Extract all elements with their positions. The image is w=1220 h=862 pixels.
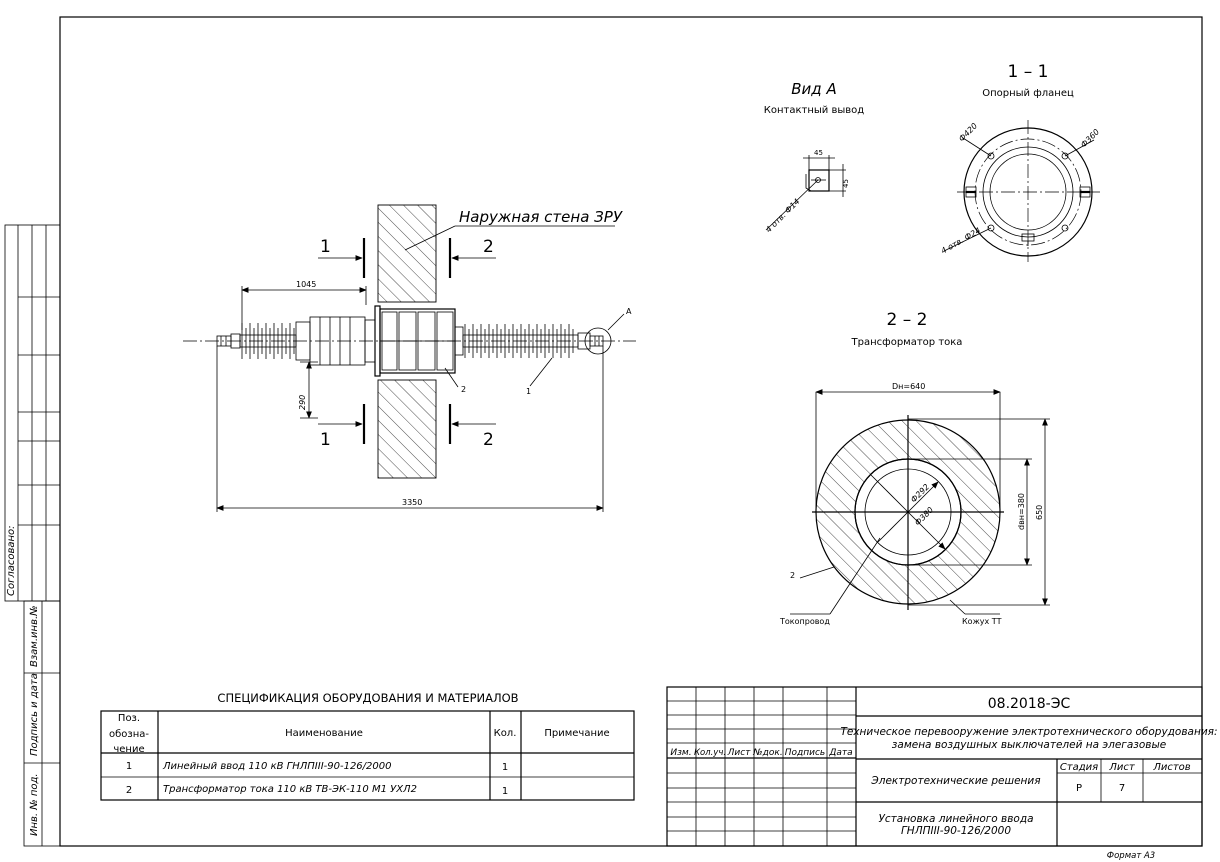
sheet-frame bbox=[59, 16, 1203, 847]
tb-sheet-label: Лист bbox=[1108, 762, 1136, 773]
tb-col-podpis: Подпись bbox=[785, 748, 825, 758]
section-1-1: 1 – 1 Опорный фланец Ф420 Ф360 4 отв. Ф2… bbox=[940, 62, 1101, 262]
callout-1: 1 bbox=[526, 387, 531, 396]
tb-stage: Р bbox=[1076, 783, 1082, 794]
stamp-vzam: Взам.инв.№ bbox=[29, 605, 40, 667]
section-1-top-label: 1 bbox=[320, 237, 331, 257]
callout-2: 2 bbox=[461, 385, 466, 394]
tb-sheet-title-2: ГНЛПIII-90-126/2000 bbox=[901, 825, 1011, 837]
title-block: Изм. Кол.уч. Лист №док. Подпись Дата 08.… bbox=[666, 686, 1218, 861]
spec-h-pos1: Поз. bbox=[118, 713, 140, 724]
ct-housing: Кожух ТТ bbox=[962, 617, 1002, 626]
flange-d360: Ф360 bbox=[1079, 127, 1101, 149]
tb-section: Электротехнические решения bbox=[870, 775, 1040, 787]
section-1-1-title: 1 – 1 bbox=[1008, 62, 1049, 82]
svg-text:Линейный ввод 110 кВ ГНЛПIII-9: Линейный ввод 110 кВ ГНЛПIII-90-126/2000 bbox=[162, 761, 392, 772]
tb-project-1: Техническое перевооружение электротехнич… bbox=[840, 726, 1217, 738]
assembly-view: Наружная стена ЗРУ bbox=[183, 204, 636, 512]
stamp-inv: Инв. № под. bbox=[29, 773, 40, 836]
section-1-bottom-label: 1 bbox=[320, 430, 331, 450]
svg-text:1: 1 bbox=[502, 786, 508, 797]
ct-d650: 650 bbox=[1035, 505, 1044, 520]
dim-1045: 1045 bbox=[296, 280, 316, 289]
tb-col-list: Лист bbox=[727, 748, 752, 758]
view-a-dim-v: 45 bbox=[842, 179, 850, 188]
callout-A: A bbox=[626, 307, 632, 316]
spec-h-name: Наименование bbox=[285, 728, 363, 739]
wall-upper bbox=[377, 204, 437, 303]
tb-sheet-title-1: Установка линейного ввода bbox=[878, 813, 1033, 825]
flange-d420: Ф420 bbox=[957, 121, 979, 143]
ct-callout-2: 2 bbox=[790, 571, 795, 580]
left-stamp-grid: Согласовано: Взам.инв.№ Подпись и дата И… bbox=[4, 224, 61, 847]
view-a-subtitle: Контактный вывод bbox=[764, 105, 864, 116]
view-a-holes: 4 отв. Ф14 bbox=[764, 197, 802, 235]
right-terminal bbox=[589, 335, 604, 347]
flange-holes: 4 отв. Ф24 bbox=[940, 226, 983, 256]
tb-sheet: 7 bbox=[1119, 783, 1125, 794]
ct-d292: Ф292 bbox=[909, 482, 931, 504]
tb-col-kolch: Кол.уч. bbox=[694, 748, 726, 758]
ct-d380: Ф380 bbox=[913, 505, 935, 527]
spec-h-note: Примечание bbox=[544, 728, 609, 739]
spec-h-pos3: чение bbox=[113, 744, 144, 755]
spec-title: СПЕЦИФИКАЦИЯ ОБОРУДОВАНИЯ И МАТЕРИАЛОВ bbox=[217, 691, 518, 705]
ct-conductor: Токопровод bbox=[779, 617, 830, 626]
ct-dvn: dвн=380 bbox=[1017, 493, 1026, 530]
section-2-2-subtitle: Трансформатор тока bbox=[851, 337, 963, 348]
section-2-top-label: 2 bbox=[483, 237, 494, 257]
dim-290: 290 bbox=[298, 395, 307, 410]
view-a-dim-h: 45 bbox=[814, 149, 823, 157]
section-1-1-subtitle: Опорный фланец bbox=[982, 88, 1074, 99]
flange-outer bbox=[963, 127, 1093, 257]
tb-code: 08.2018-ЭС bbox=[988, 696, 1071, 712]
section-2-2: 2 – 2 Трансформатор тока Dн=640 dвн=380 … bbox=[779, 310, 1050, 626]
stamp-agreed: Согласовано: bbox=[6, 525, 17, 596]
table-row: 1 Линейный ввод 110 кВ ГНЛПIII-90-126/20… bbox=[126, 761, 508, 773]
tb-sheets-label: Листов bbox=[1152, 762, 1190, 773]
contact-plate bbox=[808, 169, 830, 192]
spec-h-qty: Кол. bbox=[494, 728, 517, 739]
ct-dn: Dн=640 bbox=[892, 382, 925, 391]
tb-col-izm: Изм. bbox=[670, 748, 691, 758]
spec-h-pos2: обозна- bbox=[109, 729, 149, 740]
svg-text:Трансформатор тока 110 кВ ТВ-Э: Трансформатор тока 110 кВ ТВ-ЭК-110 М1 У… bbox=[163, 784, 417, 795]
section-2-2-title: 2 – 2 bbox=[887, 310, 928, 330]
view-a: Вид А Контактный вывод 45 45 4 отв. Ф14 bbox=[764, 80, 864, 234]
stamp-podpis: Подпись и дата bbox=[29, 673, 40, 756]
wall-lower bbox=[377, 379, 437, 479]
section-2-bottom-label: 2 bbox=[483, 430, 494, 450]
svg-text:2: 2 bbox=[126, 785, 132, 796]
spec-table: СПЕЦИФИКАЦИЯ ОБОРУДОВАНИЯ И МАТЕРИАЛОВ П… bbox=[100, 691, 635, 801]
tb-col-data: Дата bbox=[828, 748, 852, 758]
tb-col-ndok: №док. bbox=[752, 748, 782, 758]
wall-label: Наружная стена ЗРУ bbox=[459, 208, 623, 226]
table-row: 2 Трансформатор тока 110 кВ ТВ-ЭК-110 М1… bbox=[126, 784, 508, 797]
view-a-title: Вид А bbox=[791, 80, 836, 98]
tb-format: Формат А3 bbox=[1107, 851, 1155, 861]
svg-text:1: 1 bbox=[126, 761, 132, 772]
tb-project-2: замена воздушных выключателей на элегазо… bbox=[892, 739, 1166, 751]
view-a-circle bbox=[584, 327, 612, 355]
tb-stage-label: Стадия bbox=[1060, 762, 1098, 773]
svg-text:1: 1 bbox=[502, 762, 508, 773]
dim-3350: 3350 bbox=[402, 498, 422, 507]
